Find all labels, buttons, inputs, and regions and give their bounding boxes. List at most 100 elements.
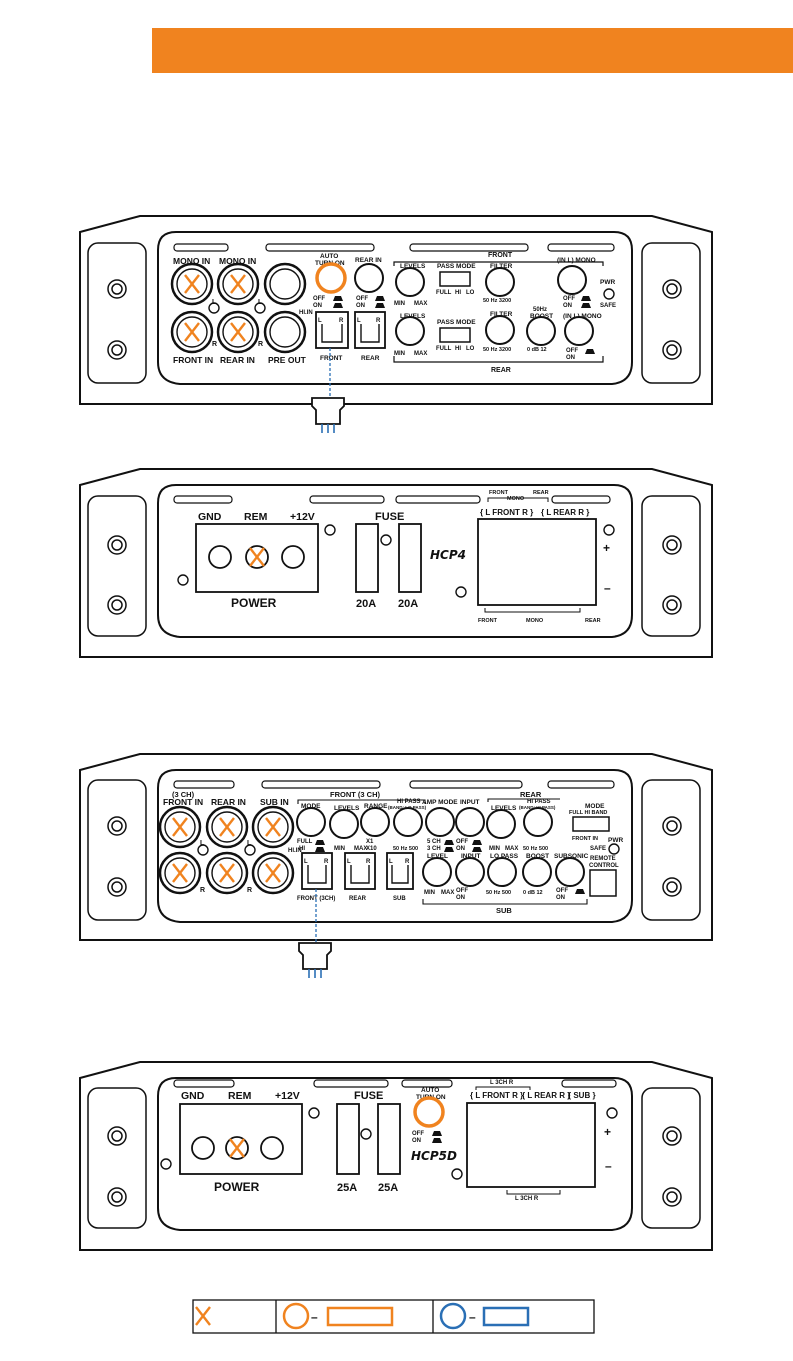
svg-text:L 3CH R: L 3CH R: [515, 1196, 539, 1202]
label-off: OFF: [356, 296, 368, 302]
svg-text:L: L: [357, 318, 361, 324]
label-rear-group: REAR: [491, 367, 511, 374]
vent-slot: [547, 243, 615, 252]
sub-level-knob[interactable]: [422, 857, 452, 887]
label-mono-in: MONO IN: [219, 256, 256, 266]
boost-knob[interactable]: [526, 316, 556, 346]
label-front-speaker: { L FRONT R }: [480, 508, 533, 517]
svg-text:–: –: [469, 1310, 476, 1324]
remote-control-port[interactable]: [589, 869, 617, 897]
screw-hole: [451, 1168, 463, 1180]
label-minus: –: [604, 581, 611, 595]
mount-screw: [662, 816, 682, 836]
label-sub-in: SUB IN: [260, 797, 289, 807]
svg-text:–: –: [605, 1159, 612, 1173]
sub-input-knob[interactable]: [455, 857, 485, 887]
pwr-led: [608, 843, 620, 855]
screw-hole: [197, 844, 209, 856]
front-input-knob[interactable]: [455, 807, 485, 837]
svg-text:+: +: [604, 1125, 611, 1139]
mount-screw: [662, 1126, 682, 1146]
svg-text:REM: REM: [228, 1090, 252, 1102]
rear-pass-mode-switch[interactable]: [439, 327, 471, 343]
svg-text:AUTO: AUTO: [421, 1087, 439, 1094]
front-range-knob[interactable]: [360, 807, 390, 837]
rear-in-knob[interactable]: [354, 263, 384, 293]
mount-screw: [107, 877, 127, 897]
heatsink-right: [641, 1087, 701, 1229]
svg-text:HI PASS: HI PASS: [397, 799, 421, 805]
rear-mono-knob[interactable]: [564, 316, 594, 346]
screw-hole: [308, 1107, 320, 1119]
auto-turn-on-knob[interactable]: [413, 1096, 445, 1128]
svg-text:FRONT: FRONT: [489, 490, 509, 496]
front-mode-knob[interactable]: [296, 807, 326, 837]
sub-lopass-knob[interactable]: [487, 857, 517, 887]
rear-mode-switch[interactable]: [572, 816, 610, 832]
heatsink-right: [641, 242, 701, 384]
terminal-gnd: [208, 545, 232, 569]
svg-text:X1: X1: [366, 839, 374, 845]
svg-text:MAX: MAX: [414, 351, 427, 357]
label-filter: FILTER: [490, 263, 513, 270]
svg-text:FULL: FULL: [436, 346, 452, 352]
screw-hole: [455, 586, 467, 598]
mount-screw: [107, 1126, 127, 1146]
svg-text:L: L: [304, 859, 308, 865]
label-sub-group: SUB: [496, 906, 512, 915]
svg-text:ON: ON: [412, 1138, 421, 1144]
screw-hole: [160, 1158, 172, 1170]
sub-boost-knob[interactable]: [522, 857, 552, 887]
subsonic-knob[interactable]: [555, 857, 585, 887]
svg-text:HI: HI: [455, 290, 461, 296]
svg-text:ON: ON: [456, 846, 465, 852]
terminal-12v: [260, 1136, 284, 1160]
svg-text:MIN: MIN: [334, 846, 345, 852]
vent-slot: [173, 243, 229, 252]
front-mono-knob[interactable]: [557, 265, 587, 295]
svg-text:R: R: [247, 887, 252, 894]
rear-hipass-knob[interactable]: [523, 807, 553, 837]
mount-screw: [107, 340, 127, 360]
fuse-slot: [398, 523, 422, 593]
mount-screw: [107, 1187, 127, 1207]
mount-screw: [107, 816, 127, 836]
front-filter-knob[interactable]: [485, 267, 515, 297]
heatsink-left: [87, 242, 147, 384]
legend-orange-rect-icon: [326, 1306, 394, 1327]
svg-text:REAR: REAR: [585, 618, 601, 624]
auto-turn-on-knob[interactable]: [315, 262, 347, 294]
svg-text:POWER: POWER: [214, 1180, 260, 1194]
front-levels-knob[interactable]: [329, 809, 359, 839]
vent-slot: [551, 495, 611, 504]
front-hipass-knob[interactable]: [393, 807, 423, 837]
hi-in-connector-rear[interactable]: [344, 852, 376, 890]
svg-text:50 Hz 500: 50 Hz 500: [523, 846, 548, 852]
svg-text:OFF: OFF: [456, 839, 468, 845]
svg-text:FUSE: FUSE: [354, 1090, 383, 1102]
mount-screw: [107, 535, 127, 555]
svg-text:0 dB 12: 0 dB 12: [523, 890, 543, 896]
vent-slot: [261, 780, 381, 789]
svg-text:HCP5D: HCP5D: [411, 1149, 457, 1163]
amp-mode-knob[interactable]: [425, 807, 455, 837]
svg-text:R: R: [376, 318, 381, 324]
rca-jack: [263, 310, 307, 354]
svg-text:{ L FRONT R }: { L FRONT R }: [470, 1091, 523, 1100]
heatsink-left: [87, 779, 147, 921]
svg-text:L: L: [247, 840, 252, 847]
rear-levels-knob[interactable]: [395, 316, 425, 346]
label-12v: +12V: [290, 511, 315, 523]
svg-text:MIN: MIN: [394, 301, 405, 307]
front-pass-mode-switch[interactable]: [439, 271, 471, 287]
front-levels-knob[interactable]: [395, 267, 425, 297]
svg-text:OFF: OFF: [456, 888, 468, 894]
rear-filter-knob[interactable]: [485, 315, 515, 345]
vent-slot: [173, 780, 235, 789]
svg-text:MAX: MAX: [505, 846, 518, 852]
label-plus: +: [603, 541, 610, 555]
svg-text:L: L: [389, 859, 393, 865]
vent-slot: [561, 1079, 617, 1088]
rear-levels-knob[interactable]: [486, 809, 516, 839]
svg-text:50 Hz 500: 50 Hz 500: [393, 846, 418, 852]
